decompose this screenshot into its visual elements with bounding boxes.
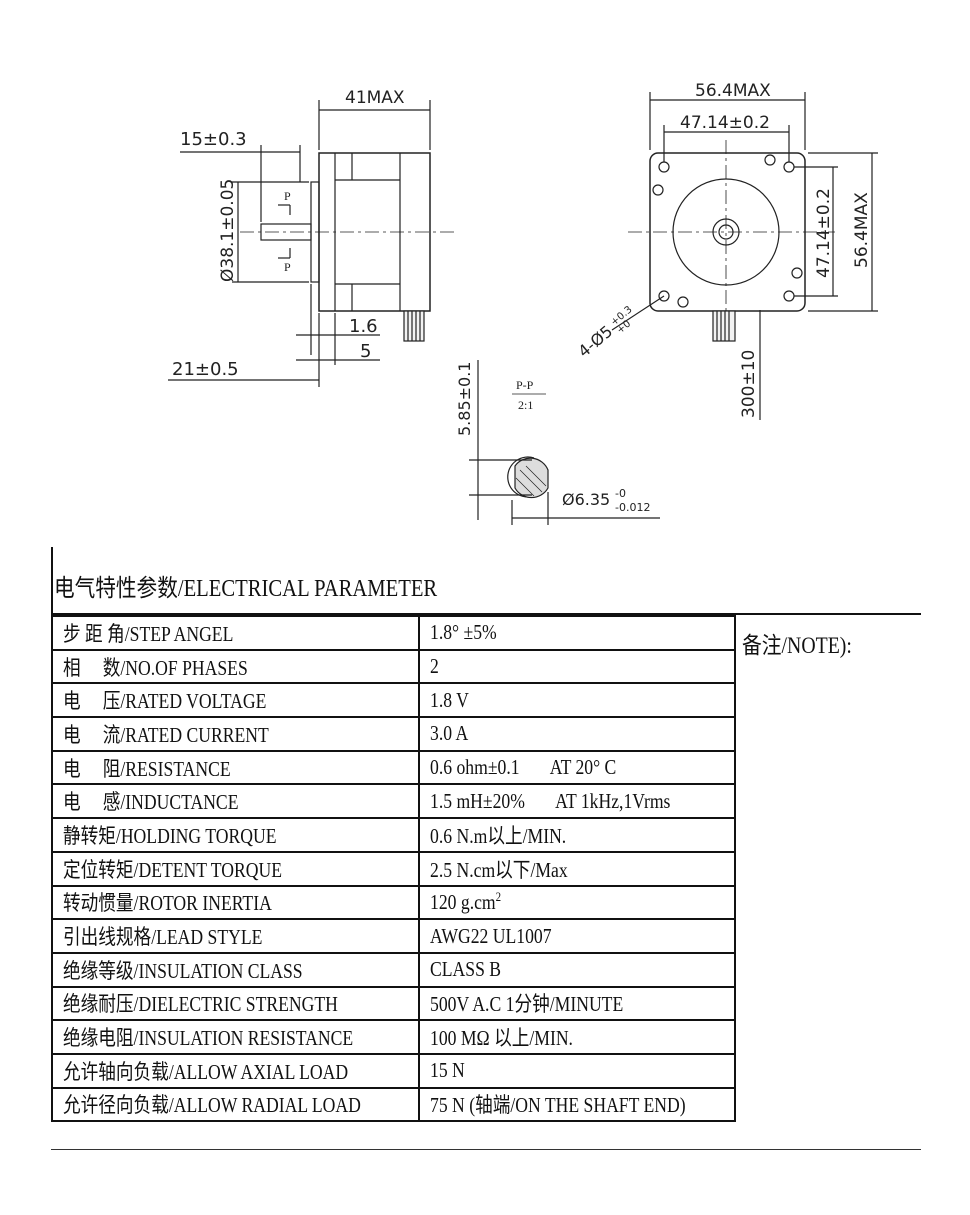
section-view: P-P 2:1 5.85±0.1 Ø6.35 -0 -0.012 <box>455 360 660 525</box>
table-row: 步 距 角/STEP ANGEL 1.8° ±5% 备注/NOTE): <box>51 615 970 658</box>
param-value: CLASS B <box>429 957 501 982</box>
table-bottom-rule <box>51 1149 921 1150</box>
table-row: 允许轴向负载/ALLOW AXIAL LOAD 15 N <box>51 1052 970 1089</box>
param-value: 15 N <box>429 1058 465 1083</box>
table-row: 定位转矩/DETENT TORQUE 2.5 N.cm以下/Max <box>51 850 970 887</box>
dim-shaft-tol-upper: -0 <box>615 487 626 500</box>
table-row: 绝缘电阻/INSULATION RESISTANCE 100 MΩ 以上/MIN… <box>51 1019 970 1055</box>
param-value: 120 g.cm <box>429 890 496 915</box>
param-value: 500V A.C 1分钟/MINUTE <box>429 992 623 1017</box>
param-value: 100 MΩ 以上/MIN. <box>429 1026 573 1051</box>
electrical-parameter-table: 步 距 角/STEP ANGEL 1.8° ±5% 备注/NOTE): 相 数/… <box>51 615 970 1123</box>
param-label: 相 数/NO.OF PHASES <box>63 655 248 680</box>
note-label: 备注/NOTE): <box>741 633 852 658</box>
param-label: 定位转矩/DETENT TORQUE <box>63 857 283 882</box>
dim-shaft-length: 15±0.3 <box>180 129 247 150</box>
param-label: 静转矩/HOLDING TORQUE <box>63 823 277 848</box>
table-row: 绝缘耐压/DIELECTRIC STRENGTH 500V A.C 1分钟/MI… <box>51 985 970 1022</box>
param-label: 步 距 角/STEP ANGEL <box>63 621 234 646</box>
param-label: 电 压/RATED VOLTAGE <box>63 689 267 714</box>
motor-technical-drawing: P P 41MAX 15±0.3 Ø38.1±0.05 1.6 5 21±0.5 <box>168 81 878 525</box>
param-value: 0.6 ohm±0.1 <box>429 755 520 780</box>
section-title: 电气特性参数/ELECTRICAL PARAMETER <box>54 576 438 602</box>
dim-shaft-tol-lower: -0.012 <box>615 501 650 514</box>
param-value: AWG22 UL1007 <box>429 923 552 948</box>
dim-hole-pitch-height: 47.14±0.2 <box>814 188 834 278</box>
param-value: 2 <box>429 654 439 679</box>
dim-height-max: 56.4MAX <box>852 192 872 268</box>
param-label: 电 感/INDUCTANCE <box>63 790 239 815</box>
param-value: 0.6 N.m以上/MIN. <box>429 823 566 848</box>
dim-shaft-diameter: Ø6.35 <box>562 490 610 509</box>
dim-lead-length: 300±10 <box>739 350 759 418</box>
front-view: 56.4MAX 47.14±0.2 47.14±0.2 56.4MAX 4-Ø5… <box>574 81 878 420</box>
param-unit-exponent: 2 <box>495 889 501 905</box>
param-label: 引出线规格/LEAD STYLE <box>63 925 263 950</box>
param-label: 电 阻/RESISTANCE <box>63 756 231 781</box>
table-row: 绝缘等级/INSULATION CLASS CLASS B <box>51 951 970 988</box>
param-label: 转动惯量/ROTOR INERTIA <box>63 891 272 916</box>
dim-pilot-diameter: Ø38.1±0.05 <box>218 179 238 282</box>
section-scale: 2:1 <box>518 398 533 412</box>
table-row: 电 流/RATED CURRENT 3.0 A <box>51 716 970 752</box>
param-value: 3.0 A <box>429 721 468 746</box>
dim-hole-pitch-width: 47.14±0.2 <box>680 113 770 133</box>
table-row: 允许径向负载/ALLOW RADIAL LOAD 75 N (轴端/ON THE… <box>51 1086 970 1123</box>
table-row: 相 数/NO.OF PHASES 2 <box>51 648 970 685</box>
param-condition: AT 1kHz,1Vrms <box>554 788 671 813</box>
table-row: 电 感/INDUCTANCE 1.5 mH±20% AT 1kHz,1Vrms <box>51 783 970 820</box>
table-row: 电 压/RATED VOLTAGE 1.8 V <box>51 682 970 719</box>
param-label: 绝缘电阻/INSULATION RESISTANCE <box>63 1026 354 1051</box>
param-value: 75 N (轴端/ON THE SHAFT END) <box>429 1093 686 1118</box>
section-border-left <box>51 547 53 615</box>
table-row: 引出线规格/LEAD STYLE AWG22 UL1007 <box>51 918 970 954</box>
table-top-rule <box>51 613 921 615</box>
dim-flat: 5.85±0.1 <box>455 362 474 436</box>
param-label: 绝缘耐压/DIELECTRIC STRENGTH <box>63 992 338 1017</box>
param-value: 1.8° ±5% <box>429 620 497 645</box>
dim-width-max: 56.4MAX <box>695 81 771 101</box>
section-mark-top: P <box>284 189 291 203</box>
table-row: 转动惯量/ROTOR INERTIA 120 g.cm2 <box>51 884 970 921</box>
dim-boss: 5 <box>360 341 371 362</box>
param-label: 允许轴向负载/ALLOW AXIAL LOAD <box>63 1059 349 1084</box>
param-label: 电 流/RATED CURRENT <box>63 722 269 747</box>
dim-shaft-to-flange: 21±0.5 <box>172 359 239 380</box>
section-label: P-P <box>516 378 534 392</box>
param-value: 2.5 N.cm以下/Max <box>429 857 568 882</box>
dim-mount-holes: 4-Ø5 <box>574 322 616 361</box>
section-mark-bottom: P <box>284 260 291 274</box>
param-condition: AT 20° C <box>549 755 616 780</box>
table-row: 电 阻/RESISTANCE 0.6 ohm±0.1 AT 20° C <box>51 749 970 786</box>
dim-flange-thickness: 1.6 <box>349 316 378 337</box>
dim-length-max: 41MAX <box>345 88 405 108</box>
param-label: 绝缘等级/INSULATION CLASS <box>63 958 303 983</box>
param-label: 允许径向负载/ALLOW RADIAL LOAD <box>63 1093 361 1118</box>
table-row: 静转矩/HOLDING TORQUE 0.6 N.m以上/MIN. <box>51 817 970 853</box>
side-view: P P 41MAX 15±0.3 Ø38.1±0.05 1.6 5 21±0.5 <box>168 88 455 387</box>
param-value: 1.5 mH±20% <box>429 788 525 813</box>
param-value: 1.8 V <box>429 687 469 712</box>
